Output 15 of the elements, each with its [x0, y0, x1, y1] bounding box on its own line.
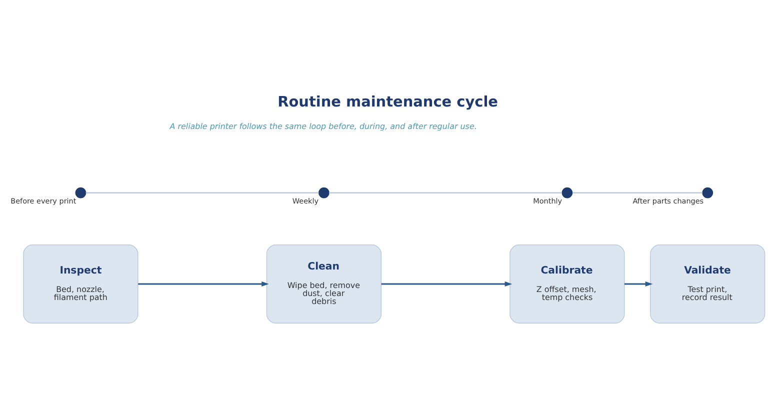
connector [329, 192, 562, 194]
node-circle [75, 187, 86, 198]
arrow [381, 281, 512, 287]
node-circle [702, 187, 714, 198]
connector [572, 192, 702, 194]
node-circle [562, 187, 573, 198]
arrow [138, 281, 269, 287]
node-label: Monthly [533, 196, 562, 206]
connector [86, 192, 319, 194]
diagram-title: Routine maintenance cycle [278, 94, 498, 111]
arrow [624, 281, 653, 287]
node-label: Before every print [10, 196, 76, 206]
node-circle [318, 187, 330, 198]
node-label: After parts changes [632, 196, 704, 206]
node-label: Weekly [292, 196, 319, 206]
